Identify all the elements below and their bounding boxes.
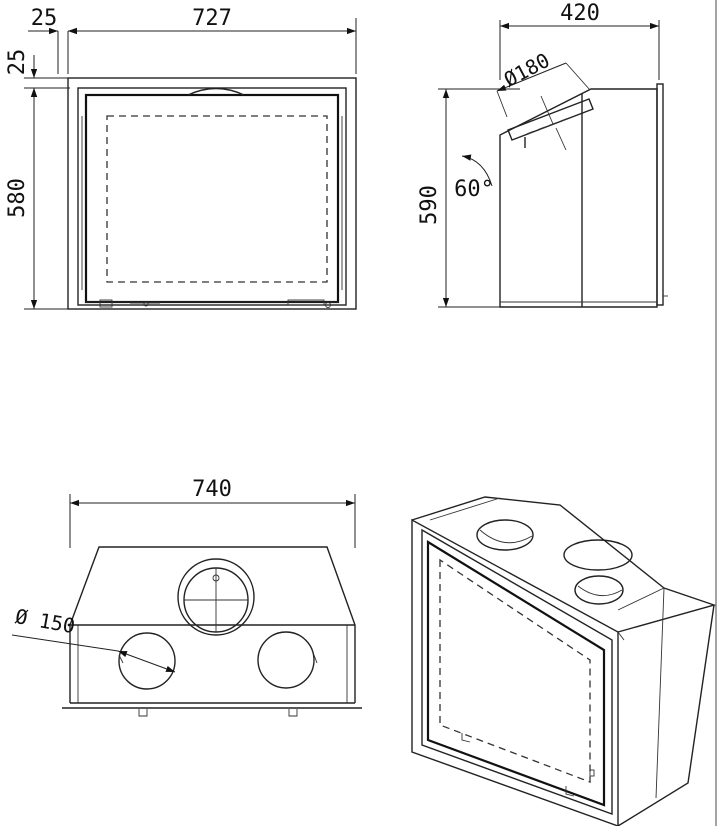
side-body [499, 88, 658, 308]
dim-top-margin-label: 25 [5, 49, 30, 76]
rear-flue-outlet [177, 558, 255, 636]
dim-inlet-diameter-label: Ø 150 [13, 604, 76, 638]
dim-front-height: 580 [5, 88, 70, 310]
rear-inlet-left [118, 632, 176, 690]
front-flue-arc [187, 87, 245, 96]
iso-glass-outline [439, 558, 591, 783]
dim-front-width-label: 727 [192, 6, 232, 31]
front-inner-frame [77, 87, 347, 306]
dim-side-depth-label: 420 [560, 1, 600, 26]
front-door [84, 93, 340, 304]
isometric-view [411, 496, 717, 826]
dim-side-height-label: 590 [417, 185, 442, 225]
front-outer-frame [67, 77, 357, 310]
side-front-frame [656, 83, 664, 306]
front-glass-outline [106, 115, 328, 283]
dim-inlet-diameter: Ø 150 [11, 604, 176, 673]
front-view: 25 727 25 580 [5, 6, 357, 310]
front-bracket-left [99, 299, 113, 308]
front-bracket-right [287, 299, 325, 306]
dim-front-width: 727 [68, 6, 357, 74]
dim-flue-diameter-label: Ø180 [500, 48, 554, 92]
iso-body-top [411, 496, 717, 633]
dim-front-height-label: 580 [5, 178, 30, 218]
dim-side-depth: 420 [499, 1, 660, 80]
rear-inlet-right [257, 631, 315, 689]
iso-outer-frame [411, 518, 619, 826]
iso-door [426, 540, 606, 807]
dim-rear-width: 740 [69, 477, 356, 548]
side-flue-collar [507, 95, 594, 151]
dim-frame-margin: 25 [28, 6, 98, 74]
iso-body-side [617, 604, 715, 826]
dim-top-margin: 25 [5, 49, 70, 110]
rear-body [69, 546, 356, 703]
dim-flue-diameter: Ø180 [496, 48, 591, 118]
rear-view: 740 Ø 150 [11, 477, 362, 717]
side-view: 420 590 Ø180 [417, 1, 668, 308]
dim-angle-label: 60° [454, 177, 494, 202]
dim-angle: 60° [454, 154, 494, 202]
iso-top-openings [476, 519, 633, 605]
dim-rear-width-label: 740 [192, 477, 232, 502]
dim-frame-margin-label: 25 [31, 6, 58, 31]
